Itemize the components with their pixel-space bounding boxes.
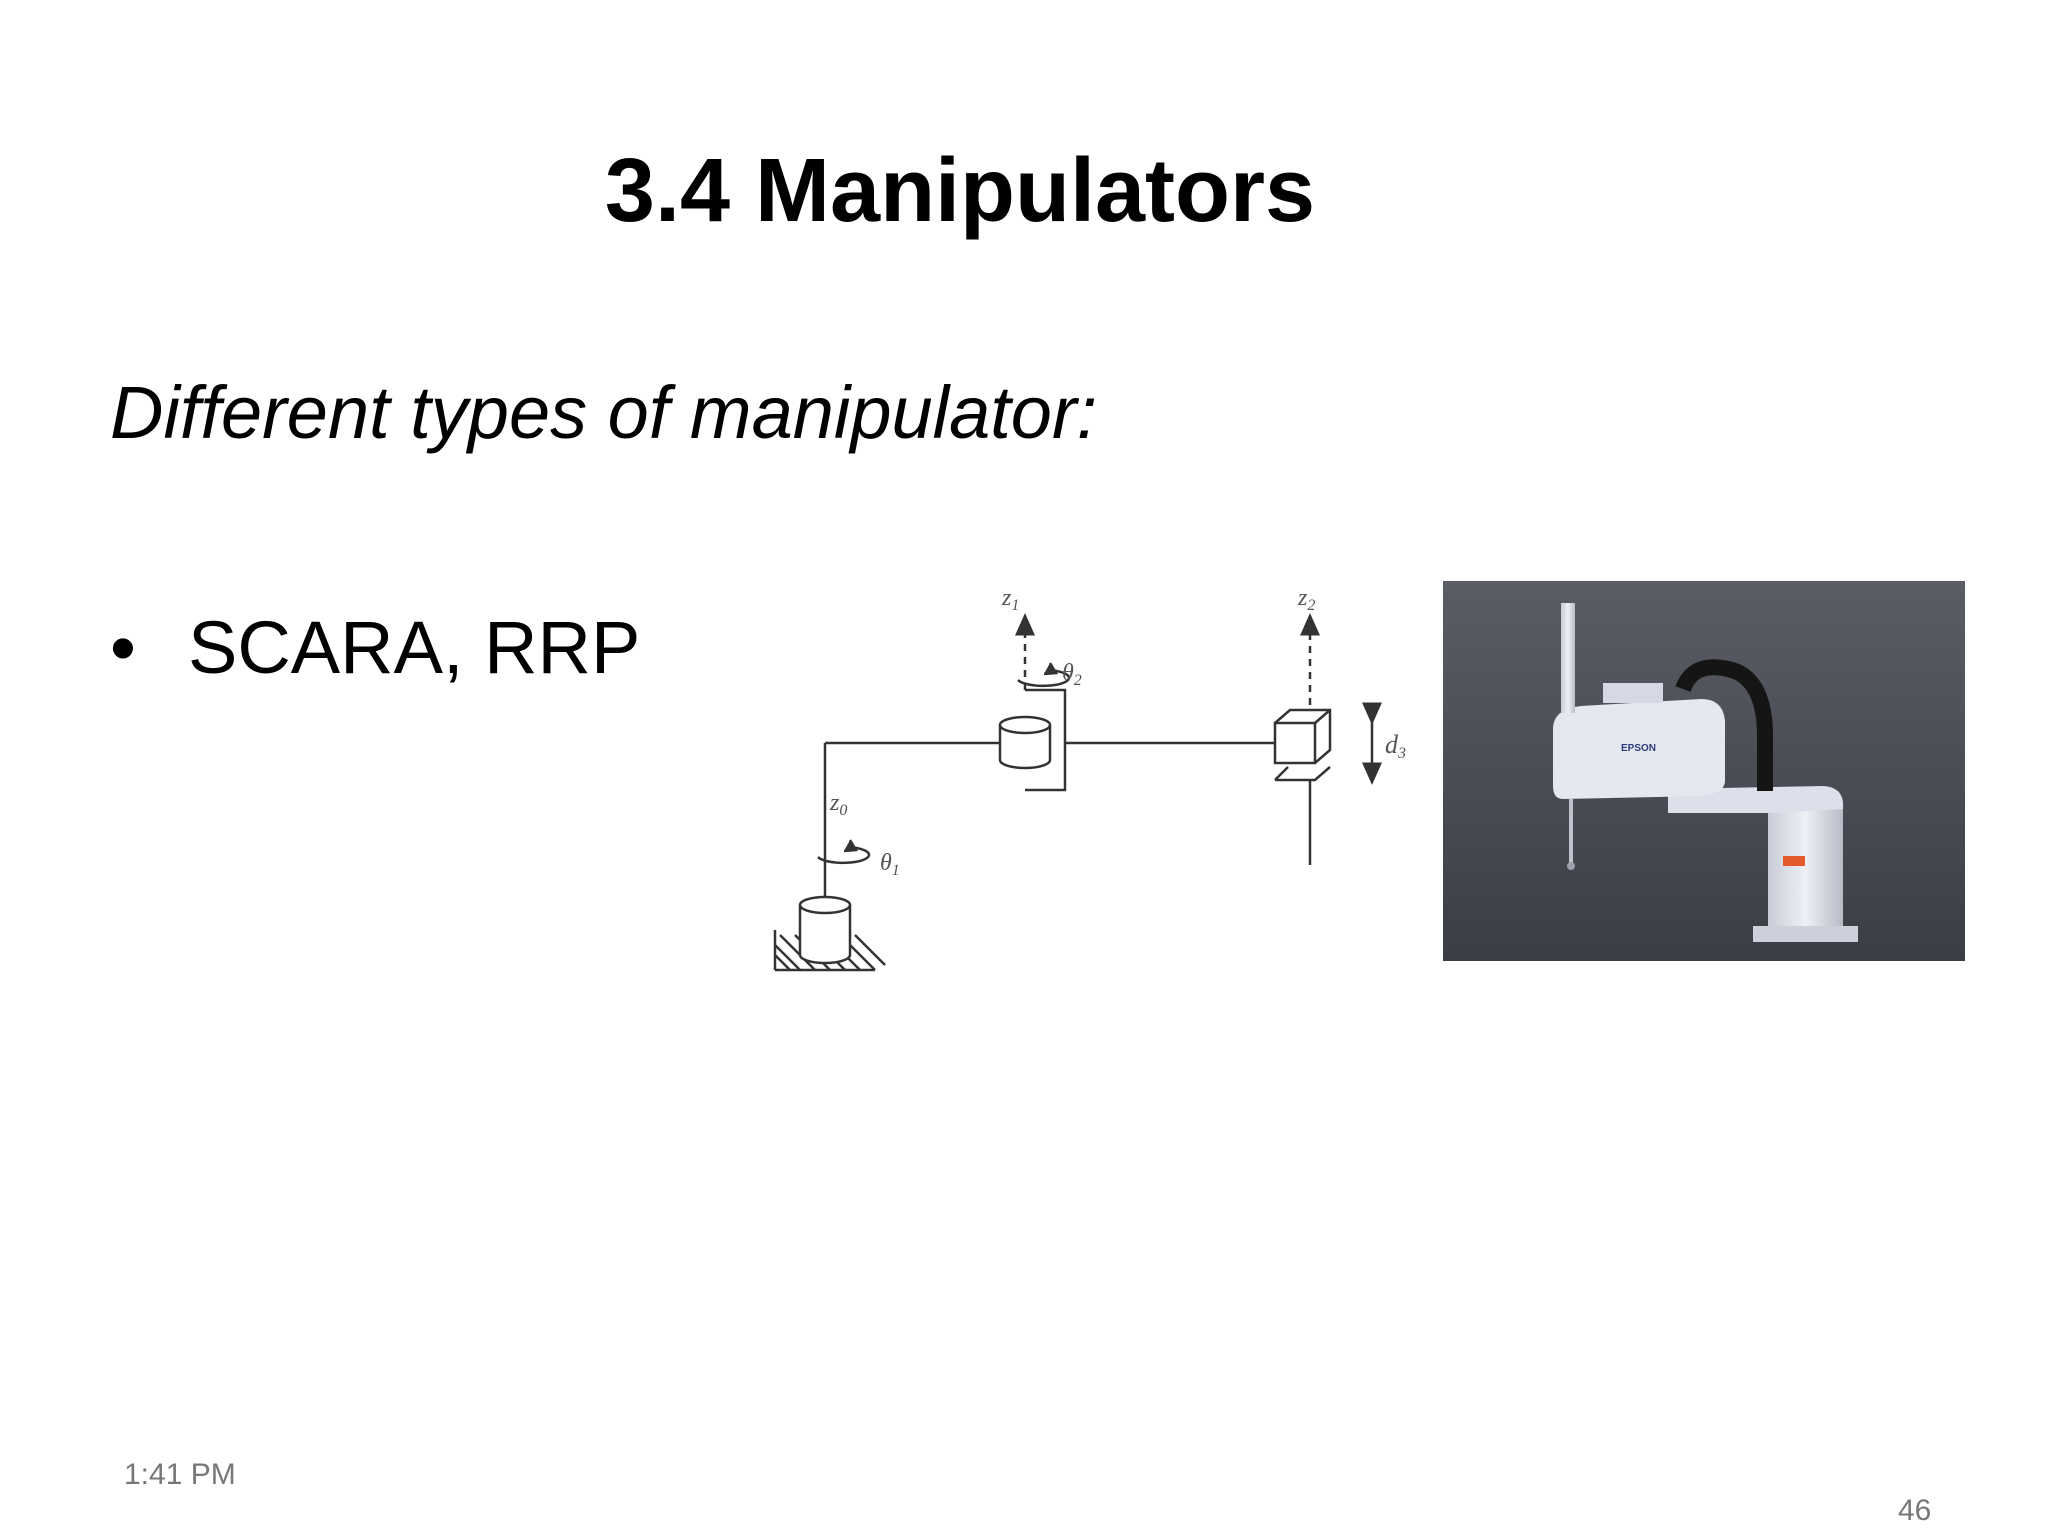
label-theta1: θ1 — [880, 850, 900, 879]
second-revolute-joint — [998, 688, 1067, 792]
theta2-rotation-icon — [1017, 668, 1071, 688]
label-z1: z1 — [1001, 585, 1019, 614]
theta1-rotation-icon — [817, 845, 871, 865]
base-revolute-joint — [798, 895, 852, 965]
label-theta2: θ2 — [1062, 660, 1082, 689]
slide-subtitle: Different types of manipulator: — [110, 371, 1098, 454]
bullet-item: • SCARA, RRP — [110, 605, 640, 690]
label-z2: z2 — [1297, 585, 1315, 614]
slide-title: 3.4 Manipulators — [604, 141, 1316, 241]
epson-brand-text: EPSON — [1621, 743, 1656, 754]
footer-time: 1:41 PM — [124, 1458, 236, 1491]
bullet-symbol: • — [110, 606, 136, 689]
label-z0: z0 — [829, 790, 847, 819]
label-d3: d3 — [1385, 730, 1406, 762]
scara-kinematic-diagram: z1 z2 z0 θ1 θ2 d3 — [773, 585, 1406, 972]
scara-robot-photo: EPSON — [1443, 581, 1965, 961]
page-number: 46 — [1898, 1494, 1932, 1527]
bullet-text: SCARA, RRP — [188, 606, 641, 689]
prismatic-joint — [1273, 708, 1332, 782]
